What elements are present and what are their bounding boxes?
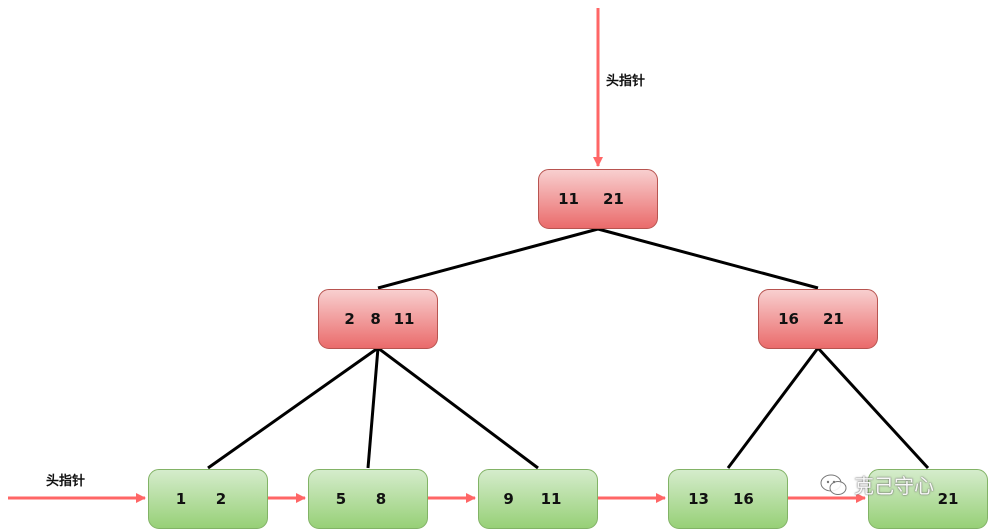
internal-node-right: 16 21 xyxy=(758,289,878,349)
node-key: 8 xyxy=(375,490,387,508)
edge-internal-to-leaf-4 xyxy=(726,347,820,469)
head-pointer-label-top: 头指针 xyxy=(606,74,646,89)
node-key: 21 xyxy=(937,490,959,508)
node-key: 11 xyxy=(393,310,415,328)
node-key: 5 xyxy=(335,490,347,508)
node-key: 13 xyxy=(688,490,709,508)
node-key: 2 xyxy=(215,490,227,508)
edge-internal-to-leaf-2 xyxy=(366,347,380,469)
head-pointer-label-left: 头指针 xyxy=(46,474,86,489)
internal-node-left: 2 8 11 xyxy=(318,289,438,349)
node-key: 16 xyxy=(778,310,799,328)
edge-root-to-left-internal xyxy=(377,227,599,290)
node-key: 1 xyxy=(175,490,187,508)
node-key: 9 xyxy=(503,490,514,508)
edge-root-to-right-internal xyxy=(597,227,819,290)
node-key: 16 xyxy=(733,490,754,508)
watermark-text: 克己守心 xyxy=(854,474,934,498)
leaf-node-4: 13 16 xyxy=(668,469,788,529)
node-key: 2 xyxy=(344,310,355,328)
node-key: 11 xyxy=(558,190,579,208)
edge-internal-to-leaf-1 xyxy=(207,346,379,470)
node-key: 21 xyxy=(823,310,844,328)
node-key: 8 xyxy=(370,310,381,328)
node-key: 21 xyxy=(603,190,624,208)
wechat-watermark: 克己守心 xyxy=(820,470,934,499)
node-key: 11 xyxy=(540,490,562,508)
leaf-node-3: 9 11 xyxy=(478,469,598,529)
leaf-node-2: 5 8 xyxy=(308,469,428,529)
leaf-node-1: 1 2 xyxy=(148,469,268,529)
edge-internal-to-leaf-3 xyxy=(377,346,539,470)
wechat-icon xyxy=(820,474,847,495)
edge-internal-to-leaf-5 xyxy=(816,346,930,470)
root-node: 11 21 xyxy=(538,169,658,229)
